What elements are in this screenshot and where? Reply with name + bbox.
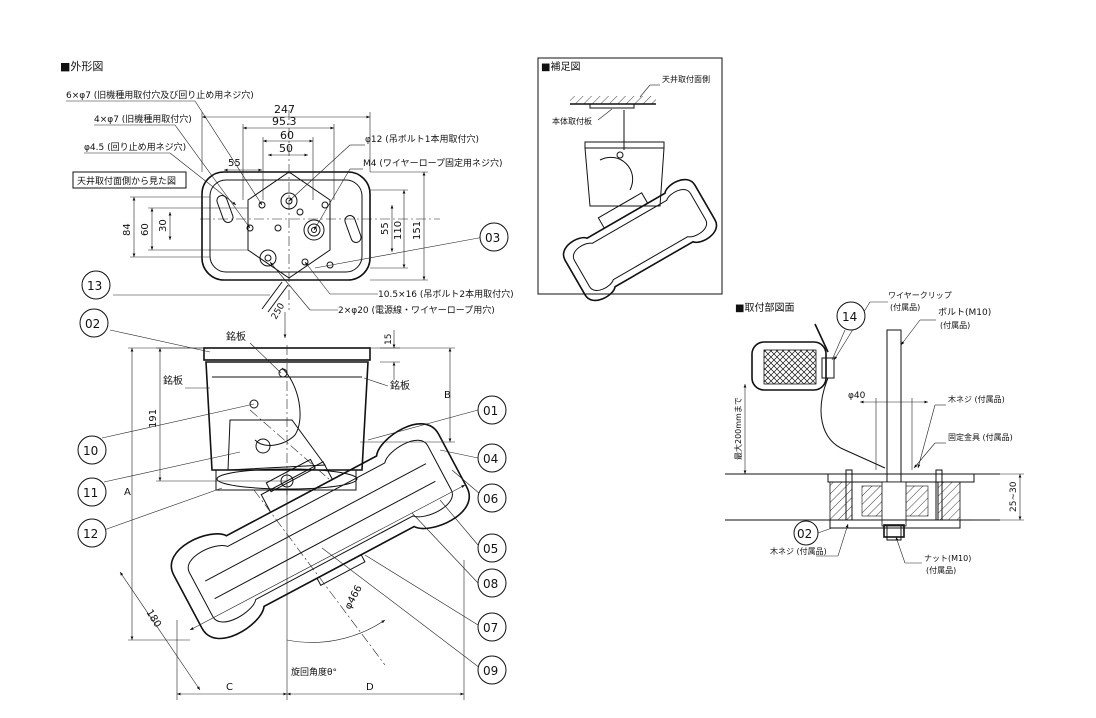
bracket-label: 固定金具 (付属品) <box>948 432 1013 442</box>
dim-phi466: φ466 <box>343 584 365 612</box>
dim-60-top: 60 <box>280 129 294 142</box>
svg-text:14: 14 <box>842 310 857 324</box>
max-200-label: 最大200mmまで <box>733 397 743 460</box>
rotation-angle: 旋回角度θ° <box>291 666 337 678</box>
body-plate-label: 本体取付板 <box>552 116 592 126</box>
dim-191: 191 <box>148 409 159 428</box>
mount-title: ■取付部図面 <box>735 301 794 314</box>
dim-247: 247 <box>274 103 295 116</box>
part-bubble-02: 02 <box>79 308 109 338</box>
svg-text:13: 13 <box>87 279 102 293</box>
supplement-frame <box>537 57 723 295</box>
dim-phi40: φ40 <box>848 391 866 401</box>
part-bubble-12: 12 <box>77 518 107 548</box>
svg-text:10: 10 <box>83 444 98 458</box>
part-bubble-05: 05 <box>477 533 507 563</box>
note-m4: M4 (ワイヤーロープ固定用ネジ穴) <box>363 157 503 169</box>
part-bubble-07: 07 <box>477 612 507 642</box>
part-bubble-06: 06 <box>477 483 507 513</box>
dim-A: A <box>124 487 131 498</box>
part-bubble-13: 13 <box>81 270 111 300</box>
dim-95-3: 95.3 <box>272 115 297 128</box>
top-view: 247 95.3 60 50 55 84 60 30 55 110 <box>66 89 514 338</box>
note-6x7: 6×φ7 (旧機種用取付穴及び回り止め用ネジ穴) <box>66 89 254 101</box>
supplement-title: ■補足図 <box>541 60 580 73</box>
nameplate-label-3: 銘板 <box>390 379 410 392</box>
wire-clip-sub: (付属品) <box>890 302 920 312</box>
svg-text:06: 06 <box>483 492 498 506</box>
view-label-box <box>72 171 187 189</box>
dim-151: 151 <box>412 221 423 240</box>
dim-55-top: 55 <box>228 158 241 169</box>
dim-C: C <box>226 682 233 693</box>
nut-sub: (付属品) <box>926 565 956 575</box>
motor-housing <box>205 361 369 471</box>
note-4-5: φ4.5 (回り止め用ネジ穴) <box>84 141 186 153</box>
outline-title: ■外形図 <box>60 60 103 73</box>
bolt-sub: (付属品) <box>940 320 970 330</box>
nameplate-label-2: 銘板 <box>163 374 183 387</box>
svg-text:02: 02 <box>85 317 100 331</box>
hanging-bolt <box>886 329 902 541</box>
nut <box>883 524 905 538</box>
mount-detail: ワイヤークリップ (付属品) ボルト(M10) (付属品) φ40 木ネジ (付… <box>725 291 1024 575</box>
bolt-label: ボルト(M10) <box>938 307 991 318</box>
svg-text:07: 07 <box>483 621 498 635</box>
dim-60-v: 60 <box>140 223 151 236</box>
svg-text:04: 04 <box>483 452 498 466</box>
part-bubble-14: 14 <box>836 301 866 331</box>
part-bubble-03: 03 <box>479 222 509 252</box>
svg-text:03: 03 <box>485 231 500 245</box>
dim-D: D <box>366 682 374 693</box>
svg-text:09: 09 <box>483 664 498 678</box>
part-bubble-09: 09 <box>477 655 507 685</box>
wood-screw-bottom-label: 木ネジ (付属品) <box>770 546 827 556</box>
svg-text:11: 11 <box>83 486 98 500</box>
note-2x20: 2×φ20 (電源線・ワイヤーロープ用穴) <box>338 304 495 316</box>
svg-text:08: 08 <box>483 577 498 591</box>
part-bubble-10: 10 <box>77 435 107 465</box>
dim-84: 84 <box>122 223 133 236</box>
dim-110: 110 <box>393 221 404 240</box>
dim-B: B <box>444 390 451 401</box>
wire-clip-label: ワイヤークリップ <box>888 291 952 300</box>
svg-text:12: 12 <box>83 527 98 541</box>
wire-clip-body <box>751 341 827 391</box>
svg-text:01: 01 <box>483 404 498 418</box>
part-bubble-01: 01 <box>477 395 507 425</box>
dim-25-30: 25~30 <box>1009 481 1019 512</box>
wood-screw-top-label: 木ネジ (付属品) <box>948 394 1005 404</box>
note-4x7: 4×φ7 (旧機種用取付穴) <box>94 113 192 125</box>
nut-label: ナット(M10) <box>924 554 971 563</box>
dim-15: 15 <box>384 334 394 345</box>
part-bubble-04: 04 <box>477 443 507 473</box>
svg-text:02: 02 <box>797 527 812 541</box>
part-bubble-08: 08 <box>477 568 507 598</box>
dim-55-right: 55 <box>380 222 391 235</box>
dim-30-v: 30 <box>158 219 169 232</box>
note-10-5x16: 10.5×16 (吊ボルト2本用取付穴) <box>378 288 514 300</box>
top-view-body <box>201 171 371 281</box>
part-bubble-11: 11 <box>77 477 107 507</box>
note-phi12: φ12 (吊ボルト1本用取付穴) <box>365 133 479 145</box>
supplement-view: 天井取付面側 本体取付板 <box>537 57 723 302</box>
nameplate-label-1: 銘板 <box>226 330 246 343</box>
dim-180: 180 <box>143 608 162 630</box>
note-view: 天井取付面側から見た図 <box>77 175 176 187</box>
part-bubble-02-mount: 02 <box>793 520 819 546</box>
svg-text:05: 05 <box>483 542 498 556</box>
dim-50-top: 50 <box>279 142 293 155</box>
ceiling-side-label: 天井取付面側 <box>662 74 710 84</box>
